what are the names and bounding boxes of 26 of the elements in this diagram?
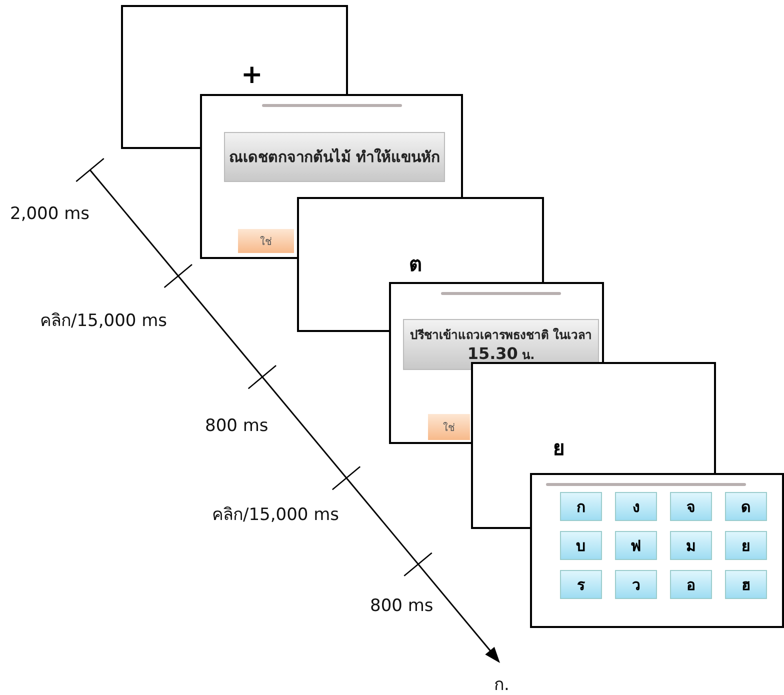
duration-label: 800 ms xyxy=(205,416,268,436)
stimulus-symbol: ย xyxy=(553,438,565,458)
yes-button: ใช่ xyxy=(428,414,470,440)
duration-label: คลิก/15,000 ms xyxy=(40,310,168,333)
sentence-panel: ปรีชาเข้าแถวเคารพธงชาติ ในเวลา 15.30 น. xyxy=(403,319,599,370)
letter-key: บ xyxy=(560,531,602,560)
duration-label: คลิก/15,000 ms xyxy=(212,504,340,527)
letter-key: ด xyxy=(725,492,767,521)
letter-key: ฮ xyxy=(725,570,767,599)
letter-key: ฟ xyxy=(615,531,657,560)
letter-key: ร xyxy=(560,570,602,599)
letter-key: ก xyxy=(560,492,602,521)
letter-key: จ xyxy=(670,492,712,521)
stimulus-symbol: + xyxy=(241,62,263,88)
letter-key: ง xyxy=(615,492,657,521)
screen-dialog xyxy=(530,473,784,628)
letter-key: ม xyxy=(670,531,712,560)
sentence-panel: ณเดชตกจากต้นไม้ ทำให้แขนหัก xyxy=(224,132,445,182)
figure-label: ก. xyxy=(494,674,510,695)
duration-label: 2,000 ms xyxy=(10,204,90,224)
yes-button: ใช่ xyxy=(238,229,294,253)
letter-key: ย xyxy=(725,531,767,560)
letter-key: ว xyxy=(615,570,657,599)
duration-label: 800 ms xyxy=(370,596,434,616)
stimulus-symbol: ต xyxy=(409,254,422,274)
letter-key: อ xyxy=(670,570,712,599)
